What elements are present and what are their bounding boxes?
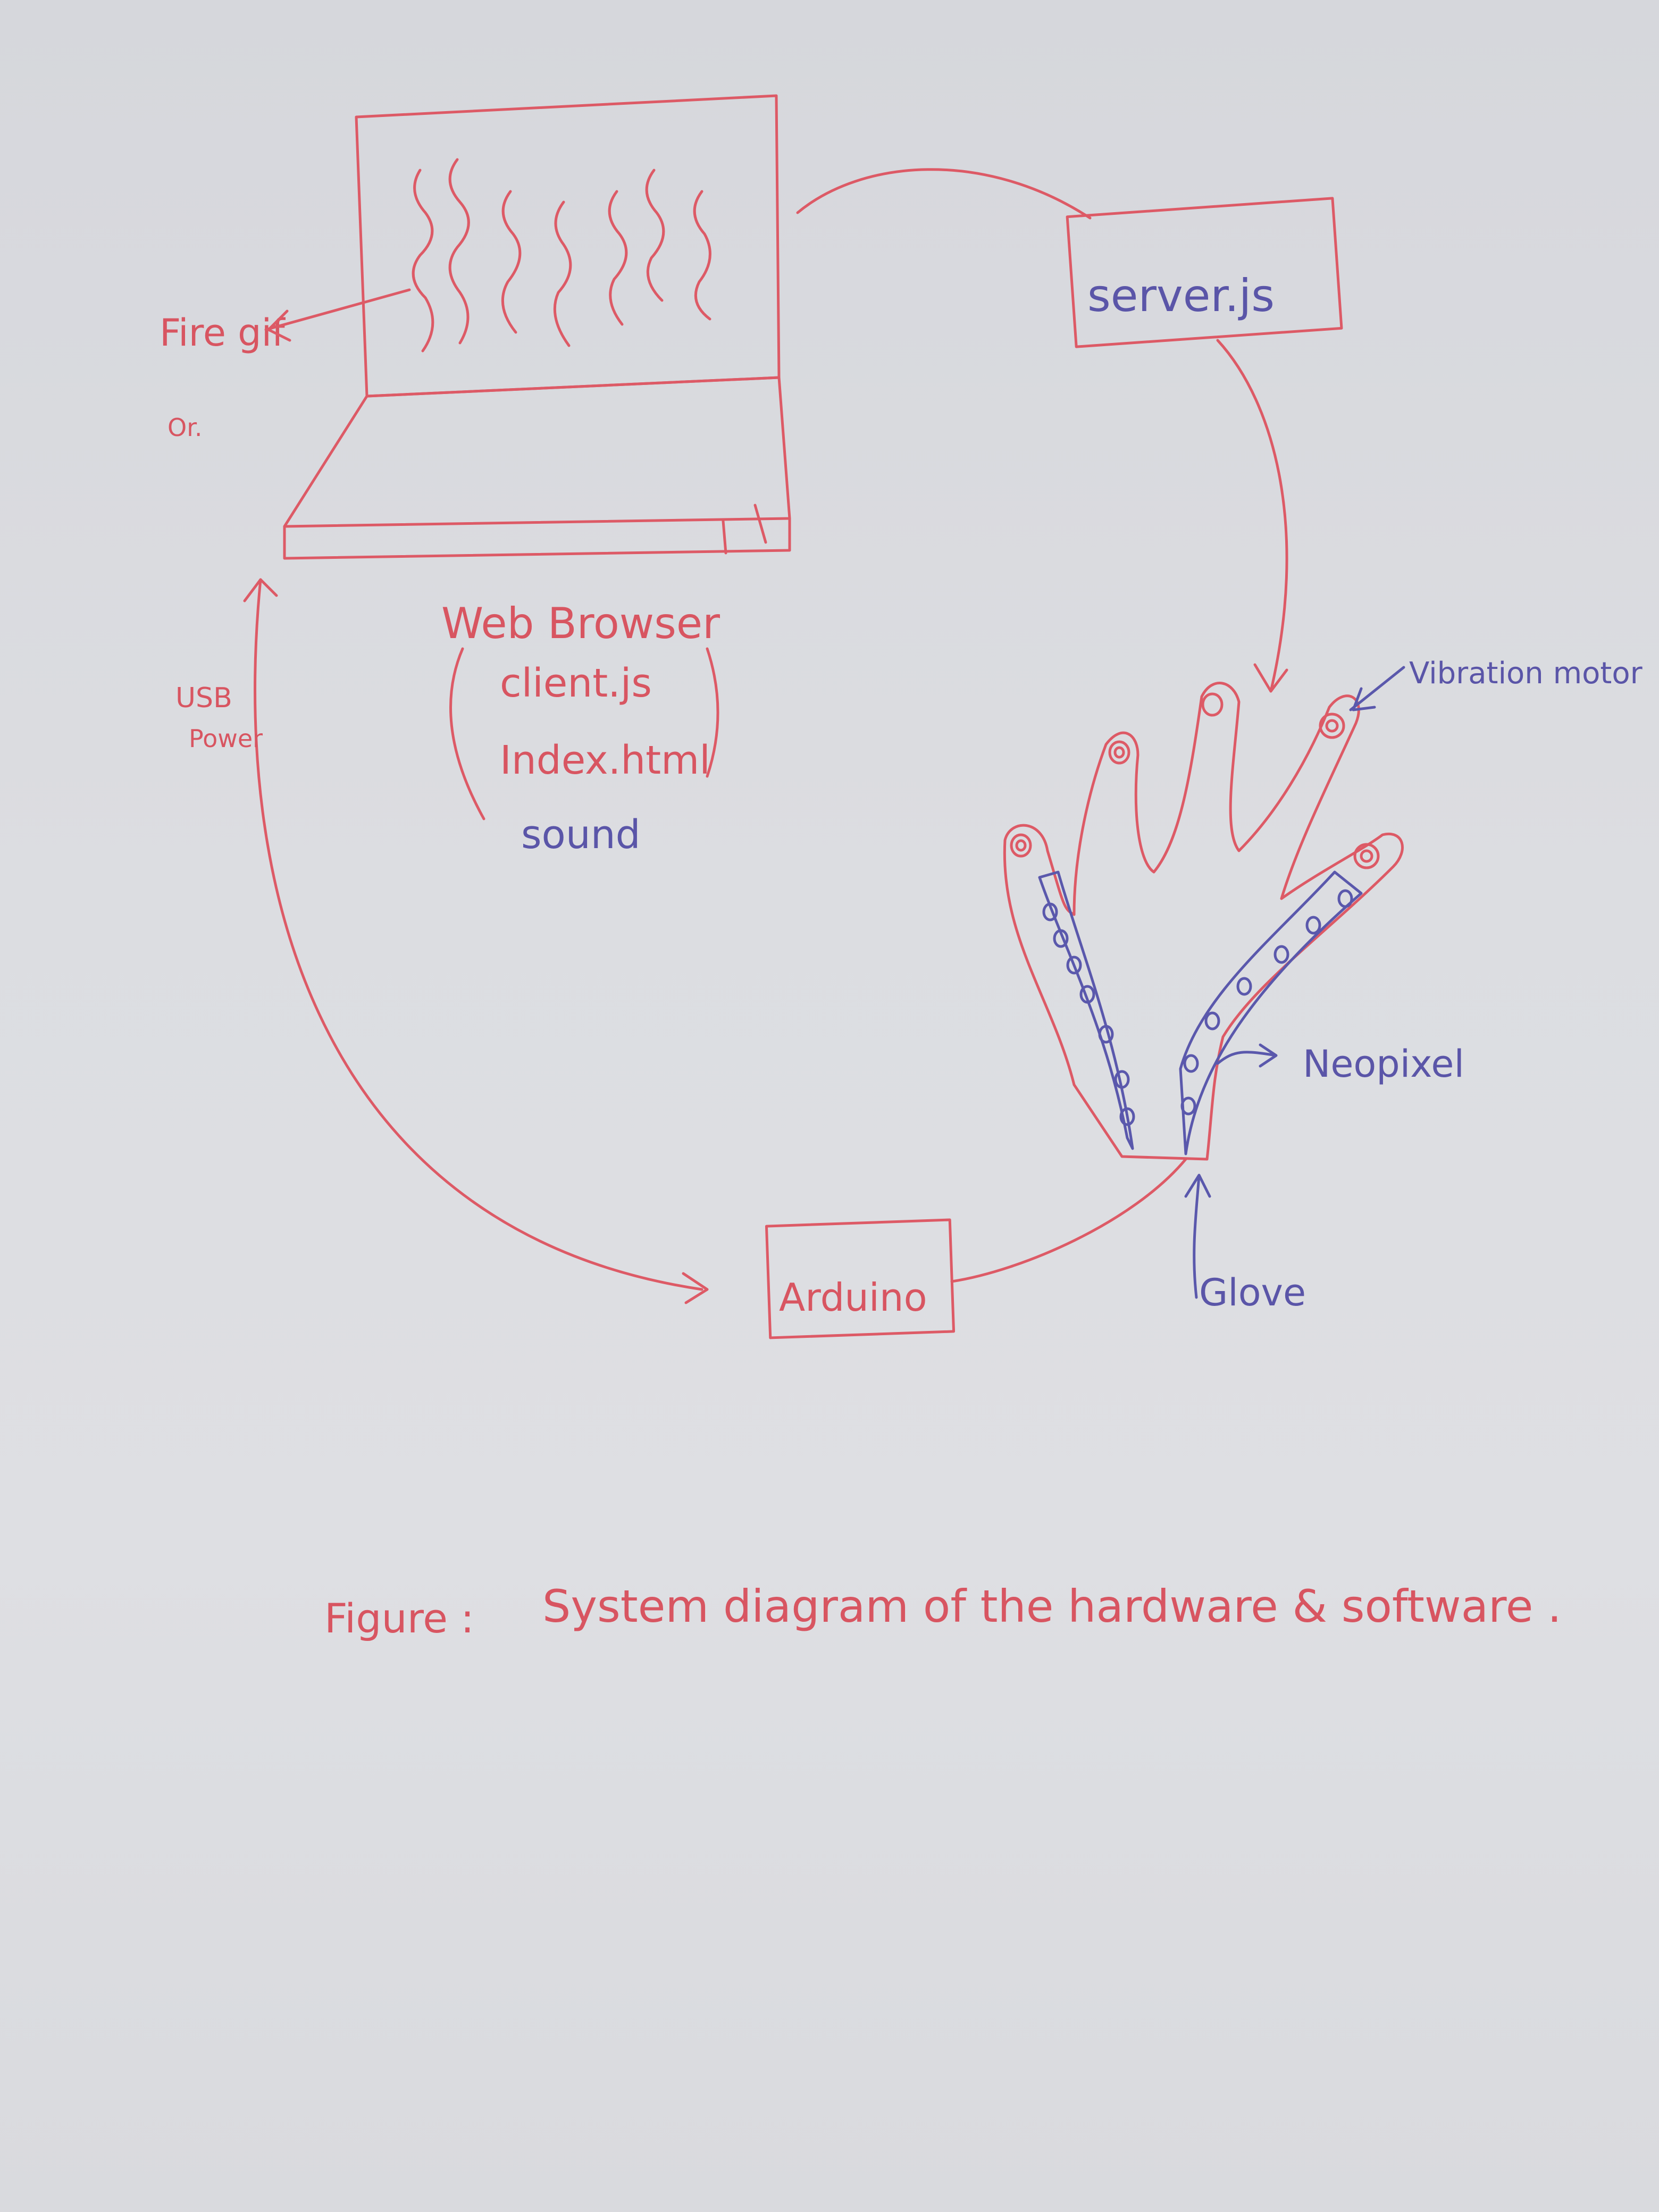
browser-bracket-left xyxy=(449,647,485,820)
laptop-to-server-edge xyxy=(796,168,1092,220)
laptop-base-edge xyxy=(283,517,791,560)
arduino-to-glove-edge xyxy=(950,1158,1187,1283)
caption-text: System diagram of the hardware & softwar… xyxy=(542,1580,1562,1632)
neopixel-strip-right xyxy=(1179,870,1363,1155)
arduino-box xyxy=(765,1218,956,1339)
glove-outline xyxy=(1003,682,1404,1161)
server-label: server.js xyxy=(1087,270,1275,322)
vibration-motor-arrow xyxy=(1349,666,1405,711)
neopixel-arrow xyxy=(1216,1043,1278,1068)
browser-label: Web Browser xyxy=(441,599,720,648)
usb-power-edge xyxy=(254,578,703,1291)
fire-gif-label: Fire gif xyxy=(160,311,286,355)
server-to-glove-edge xyxy=(1216,339,1288,693)
caption-prefix: Figure : xyxy=(324,1595,474,1642)
usb-label: USB xyxy=(175,682,232,714)
browser-file-sound: sound xyxy=(521,812,641,858)
power-label: Power xyxy=(189,724,263,753)
glove-arrow xyxy=(1184,1174,1211,1299)
fire-gif-sub-label: Or. xyxy=(167,413,203,442)
server-to-glove-arrowhead xyxy=(1253,663,1288,693)
arduino-label: Arduino xyxy=(779,1275,927,1320)
glove-drawing xyxy=(1003,682,1404,1161)
usb-power-arrowhead-top xyxy=(243,578,278,602)
server-box xyxy=(1066,197,1343,348)
fire-gif-arrow xyxy=(264,288,411,342)
browser-bracket-right xyxy=(706,647,719,778)
browser-file-index: Index.html xyxy=(500,738,710,783)
vibration-motor-label: Vibration motor xyxy=(1409,656,1643,691)
laptop-base xyxy=(283,376,791,528)
usb-power-arrowhead-bottom xyxy=(682,1272,709,1304)
laptop-screen xyxy=(355,94,781,398)
neopixel-label: Neopixel xyxy=(1303,1042,1464,1086)
neopixel-leds xyxy=(1042,889,1353,1126)
fire-gif-drawing xyxy=(412,158,711,353)
neopixel-strip-left xyxy=(1038,870,1134,1150)
laptop-drawing xyxy=(283,94,791,560)
glove-label: Glove xyxy=(1199,1271,1306,1314)
browser-file-client: client.js xyxy=(500,660,652,706)
vibration-motors xyxy=(1010,692,1380,869)
